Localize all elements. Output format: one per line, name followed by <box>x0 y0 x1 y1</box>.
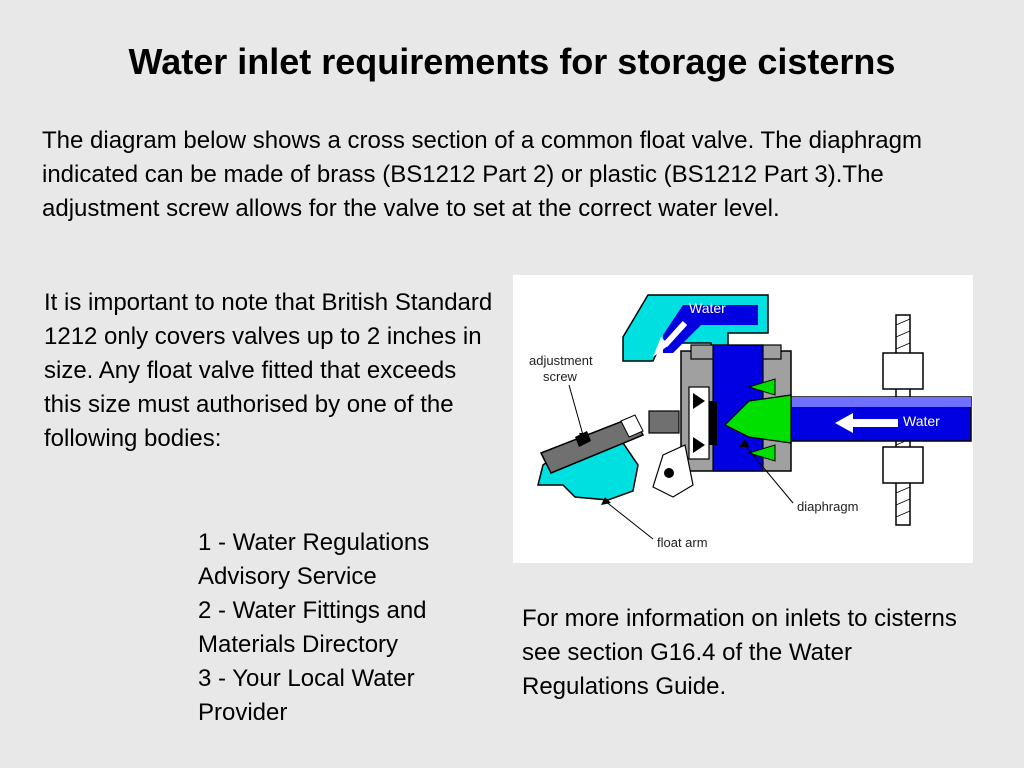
water-flow-arrow-right <box>835 413 898 433</box>
adjustment-label-line1: adjustment <box>529 353 593 368</box>
diaphragm-element <box>709 401 717 445</box>
water-label-right: Water <box>903 413 940 429</box>
water-flow-arrow-top-shaft <box>662 320 688 348</box>
valve-seat-lower-tip <box>747 444 776 462</box>
list-item: 2 - Water Fittings and Materials Directo… <box>198 597 427 658</box>
diaphragm-label: diaphragm <box>797 499 858 514</box>
pivot-pin <box>664 468 674 478</box>
float-arm-leader-arrow <box>601 497 611 505</box>
plunger-chevron-upper <box>693 393 705 409</box>
valve-seat-upper-tip <box>747 378 776 396</box>
list-item: 3 - Your Local Water Provider <box>198 665 415 726</box>
authorising-bodies-list: 1 - Water Regulations Advisory Service 2… <box>198 526 498 730</box>
outlet-water-channel <box>663 305 758 353</box>
rod-end-cap <box>620 414 644 438</box>
backnut-upper <box>882 352 924 390</box>
adjustment-leader-line <box>568 384 584 436</box>
intro-paragraph: The diagram below shows a cross section … <box>42 127 922 222</box>
float-valve-diagram: Water Water <box>513 275 973 563</box>
adjustment-leader-arrow <box>579 433 587 441</box>
page-title: Water inlet requirements for storage cis… <box>128 41 896 82</box>
diaphragm-leader-line <box>742 442 794 504</box>
float-arm-label: float arm <box>657 535 708 550</box>
more-info-paragraph: For more information on inlets to cister… <box>522 605 957 700</box>
adjustment-label-line2: screw <box>543 369 578 384</box>
plunger-chevron-lower <box>693 437 705 453</box>
backnut-lower <box>882 446 924 484</box>
adjustment-screw-head <box>648 410 680 434</box>
inlet-pipe-highlight <box>788 397 971 407</box>
diaphragm-leader-arrow <box>739 439 749 447</box>
float-arm-leader-line <box>604 500 654 540</box>
list-item: 1 - Water Regulations Advisory Service <box>198 529 430 590</box>
valve-seat <box>723 394 792 444</box>
float-valve-cross-section: Water Water <box>529 294 972 550</box>
adjustment-rod <box>539 416 645 474</box>
standard-note-paragraph: It is important to note that British Sta… <box>44 289 493 452</box>
water-label-top: Water <box>689 300 726 316</box>
